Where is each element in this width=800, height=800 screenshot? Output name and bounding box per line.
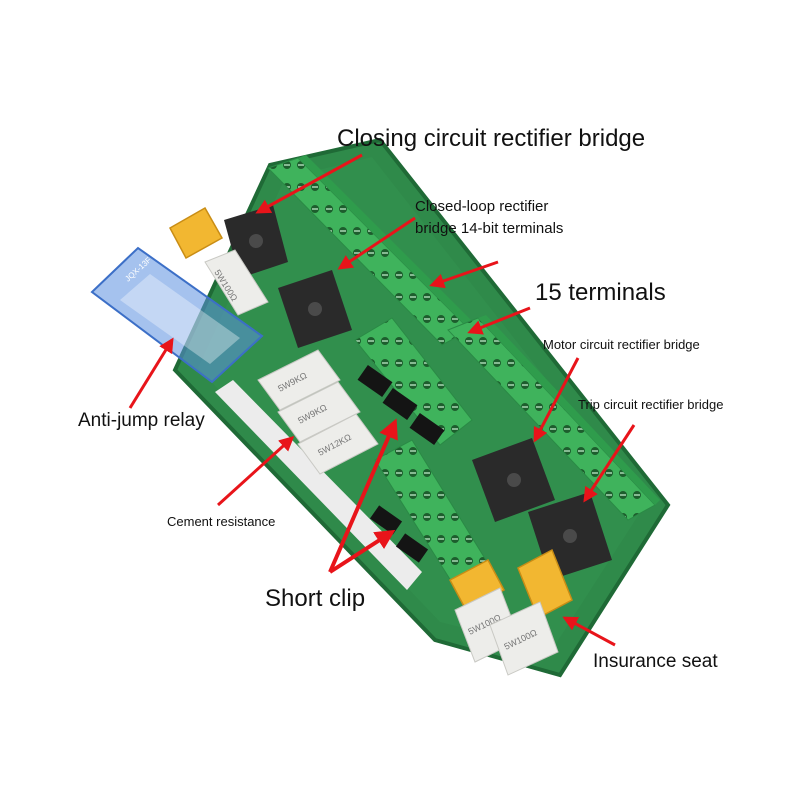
arrow-short-clip-upper [328, 418, 398, 573]
cement-resistor-1: 5W9KΩ [257, 349, 341, 411]
cement-resistor-3: 5W12KΩ [297, 413, 379, 475]
fuse-holder-top [168, 206, 224, 260]
arrow-closing-bridge [255, 153, 363, 214]
label-closed-loop-terminals: Closed-loop rectifier bridge 14-bit term… [415, 198, 564, 237]
label-motor-bridge: Motor circuit rectifier bridge [543, 337, 700, 352]
label-short-clip: Short clip [265, 585, 366, 612]
arrow-cement-resistance [216, 435, 295, 507]
label-cement-resistance: Cement resistance [167, 514, 276, 529]
label-insurance-seat: Insurance seat [593, 651, 718, 672]
arrow-anti-jump-relay [128, 337, 174, 409]
rectifier-bridge-closed-loop [278, 270, 352, 348]
silkscreen-strip [215, 380, 422, 590]
arrow-motor-bridge [533, 357, 580, 443]
label-closing-bridge: Closing circuit rectifier bridge [337, 125, 646, 152]
fuse-holder-bottom-1 [448, 558, 506, 612]
arrow-trip-bridge [583, 424, 636, 503]
label-anti-jump-relay: Anti-jump relay [78, 410, 205, 431]
arrow-closed-loop-bridge [337, 216, 416, 270]
cement-resistor-2: 5W9KΩ [277, 381, 361, 443]
label-15-terminals: 15 terminals [535, 279, 666, 306]
label-trip-bridge: Trip circuit rectifier bridge [578, 397, 724, 412]
short-clips [357, 365, 445, 563]
arrow-15-terminals [467, 306, 531, 335]
rectifier-bridge-motor [472, 438, 555, 522]
fuse-holder-bottom-2 [517, 548, 573, 620]
anti-jump-relay: JQX-13F [90, 246, 264, 384]
annotation-arrows [128, 153, 636, 647]
arrow-insurance-seat [562, 616, 616, 647]
arrow-short-clip-lower [328, 529, 396, 574]
arrow-14-bit-terminals [429, 260, 499, 289]
cement-resistor-bottom-2: 5W100Ω [489, 601, 559, 676]
